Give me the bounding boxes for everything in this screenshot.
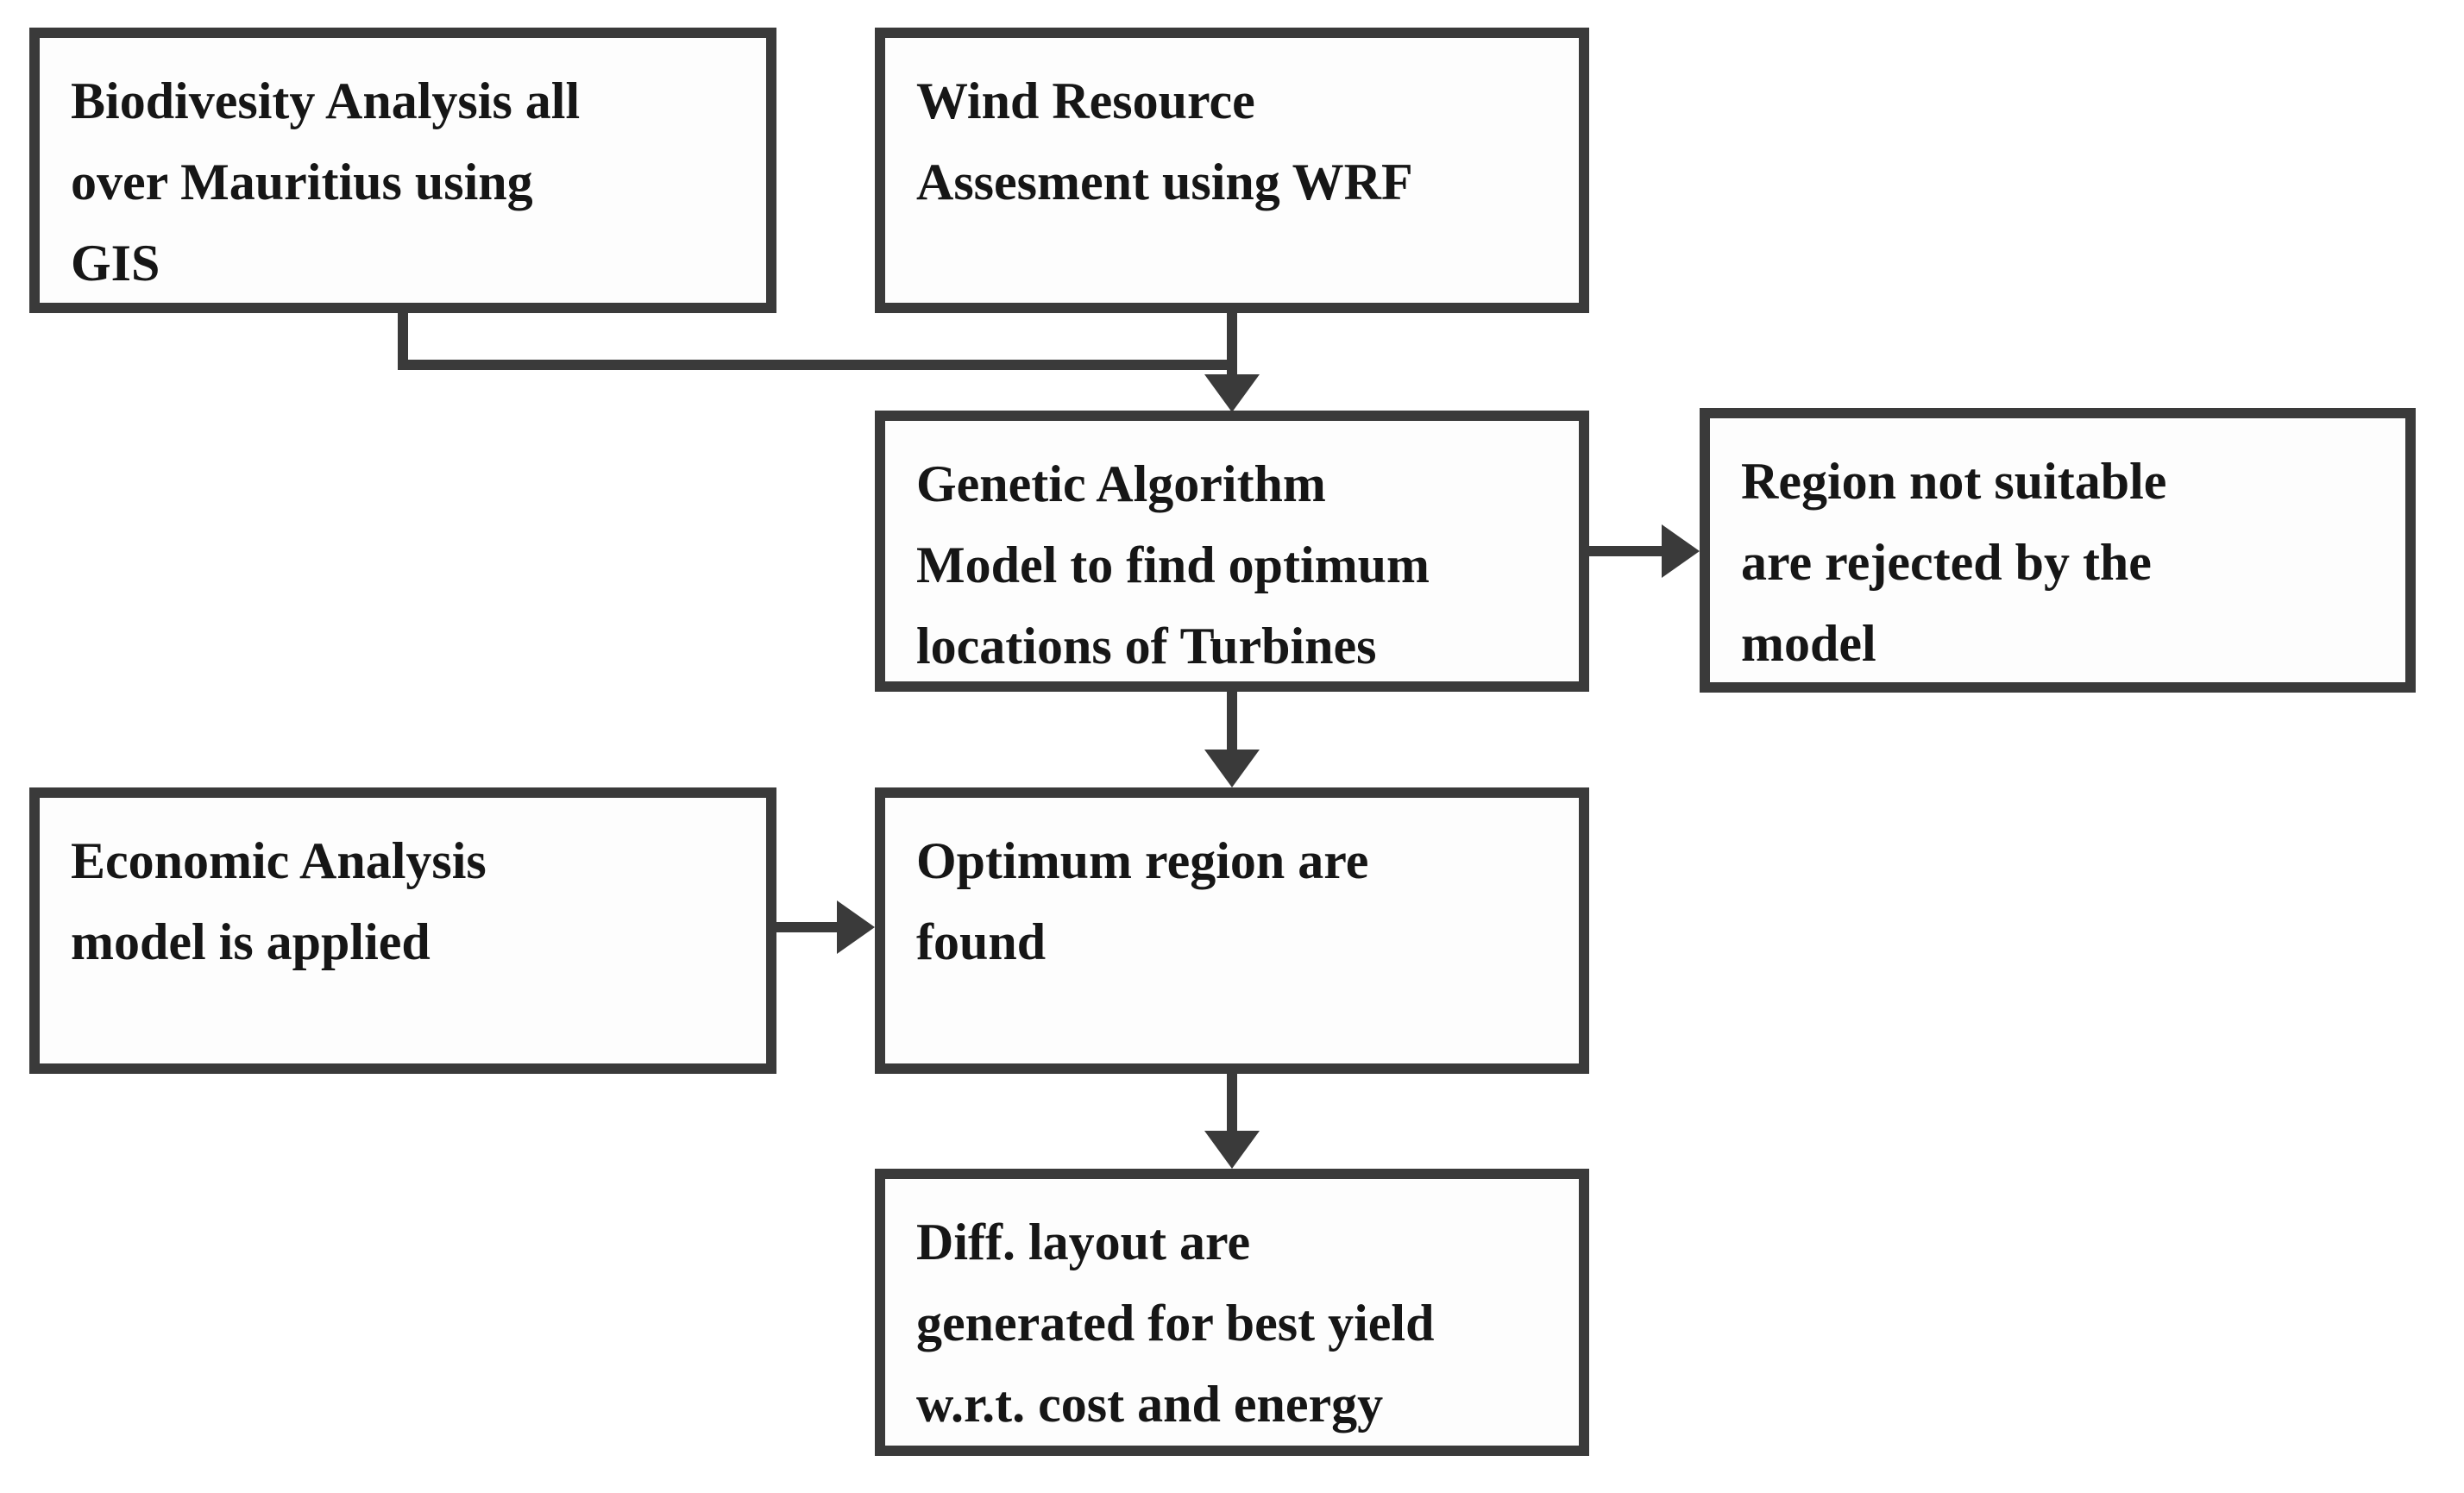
flowchart-node-biodiversity-gis: Biodivesity Analysis all over Mauritius …	[29, 28, 776, 313]
node-label-line: Wind Resource	[916, 72, 1255, 129]
node-label-line: Optimum region are	[916, 832, 1369, 889]
node-label-line: Region not suitable	[1741, 453, 2167, 510]
arrowhead-down-icon	[1204, 750, 1260, 787]
node-label-line: GIS	[71, 235, 160, 292]
node-label-line: over Mauritius using	[71, 154, 533, 210]
node-label-line: model	[1741, 615, 1876, 672]
flowchart-node-economic-analysis: Economic Analysis model is applied	[29, 787, 776, 1074]
node-label-line: found	[916, 913, 1047, 970]
node-label-line: Diff. layout are	[916, 1214, 1251, 1270]
arrowhead-down-icon	[1204, 374, 1260, 412]
arrowhead-right-icon	[837, 900, 875, 954]
node-label-line: generated for best yield	[916, 1295, 1435, 1352]
node-label-line: Economic Analysis	[71, 832, 487, 889]
node-label-line: w.r.t. cost and energy	[916, 1376, 1384, 1433]
edge-genetic-to-rejected-line	[1587, 546, 1665, 556]
edge-biodiversity-to-genetic-horizontal-line	[398, 360, 1237, 370]
arrowhead-down-icon	[1204, 1131, 1260, 1169]
flowchart-node-layouts-generated: Diff. layout are generated for best yiel…	[875, 1169, 1589, 1456]
node-label-line: Model to find optimum	[916, 536, 1430, 593]
flowchart-node-wind-resource: Wind Resource Assesment using WRF	[875, 28, 1589, 313]
arrowhead-right-icon	[1662, 524, 1700, 578]
node-label-line: locations of Turbines	[916, 618, 1377, 674]
edge-economic-to-optimum-line	[775, 922, 840, 932]
edge-optimum-to-layouts-line	[1227, 1072, 1237, 1134]
flowchart-node-region-rejected: Region not suitable are rejected by the …	[1700, 408, 2416, 693]
node-label-line: Genetic Algorithm	[916, 455, 1326, 512]
node-label-line: Assesment using WRF	[916, 154, 1413, 210]
flowchart-node-genetic-algorithm: Genetic Algorithm Model to find optimum …	[875, 411, 1589, 692]
node-label-line: model is applied	[71, 913, 431, 970]
node-label-line: Biodivesity Analysis all	[71, 72, 581, 129]
edge-genetic-to-optimum-line	[1227, 689, 1237, 751]
flowchart-node-optimum-region: Optimum region are found	[875, 787, 1589, 1074]
edge-biodiversity-to-genetic-vertical-line	[398, 311, 408, 370]
node-label-line: are rejected by the	[1741, 534, 2152, 591]
edge-wind-to-genetic-vertical-line	[1227, 311, 1237, 377]
